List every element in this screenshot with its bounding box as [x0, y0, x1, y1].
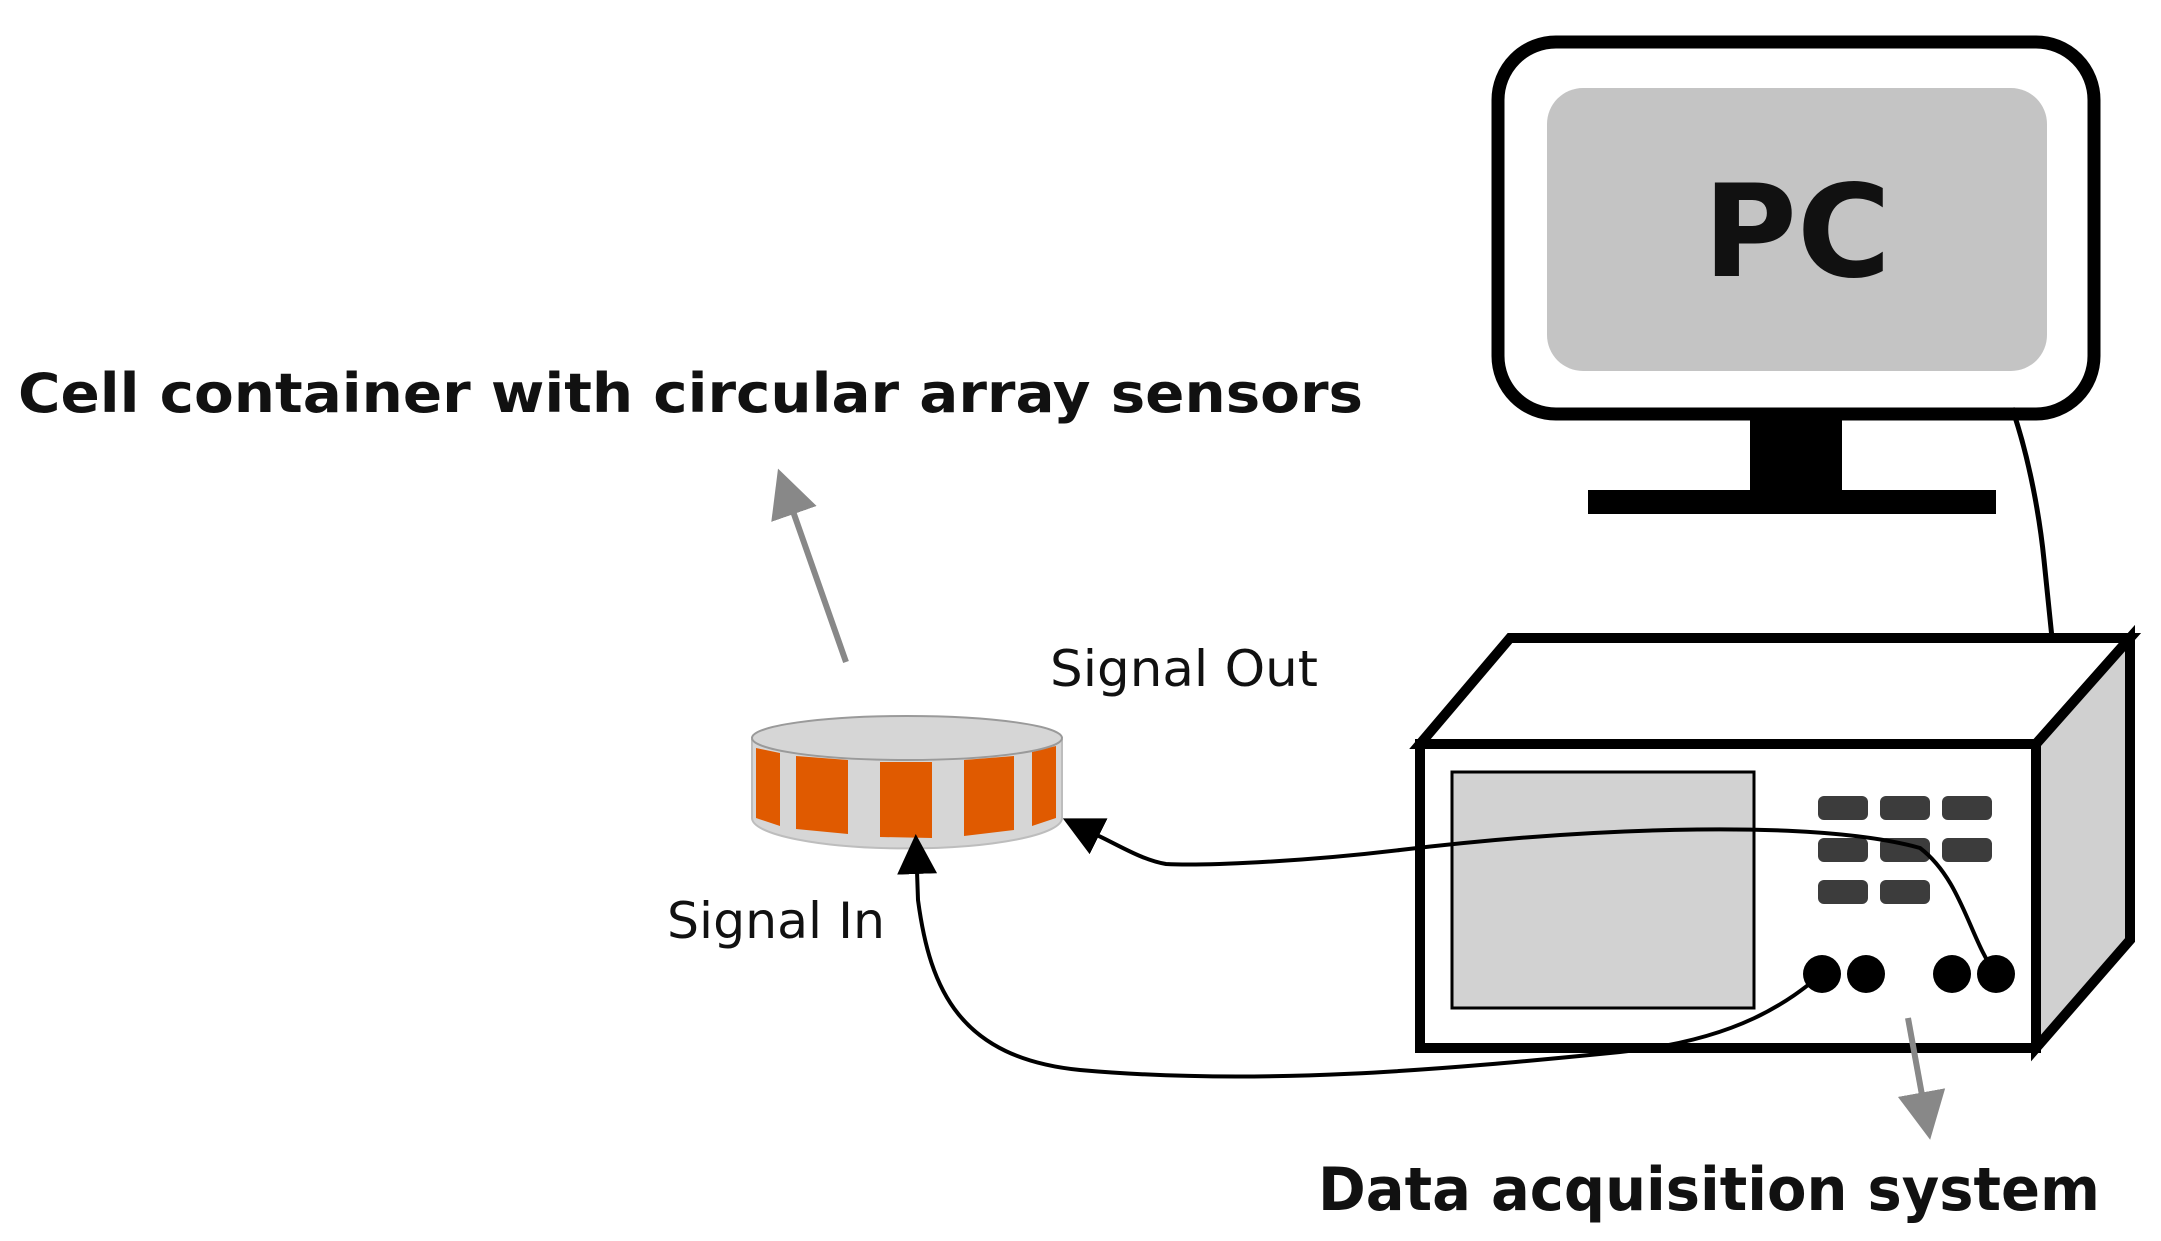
sensor-strip: [964, 756, 1014, 836]
data-acquisition-device-icon: [1409, 624, 2142, 1062]
pc-label: PC: [1703, 158, 1891, 307]
signal-out-cable: [1062, 818, 1998, 976]
device-button: [1942, 796, 1992, 820]
signal-out-label: Signal Out: [1050, 640, 1318, 698]
device-button: [1818, 880, 1868, 904]
port-connector: [1933, 955, 1971, 993]
device-button: [1818, 796, 1868, 820]
device-top-face: [1409, 633, 2142, 749]
device-button: [1880, 838, 1930, 862]
monitor-base: [1588, 490, 1996, 514]
device-button: [1880, 796, 1930, 820]
data-acquisition-label: Data acquisition system: [1318, 1155, 2100, 1225]
device-button: [1880, 880, 1930, 904]
cell-container-icon: [751, 715, 1063, 850]
container-pointer-arrow: [771, 468, 849, 663]
sensor-strip: [796, 756, 848, 834]
device-button: [1942, 838, 1992, 862]
signal-in-label: Signal In: [667, 892, 885, 950]
sensor-strip: [880, 762, 932, 838]
device-pointer-arrow: [1897, 1017, 1946, 1140]
monitor-screen: [1547, 88, 2047, 371]
device-display: [1450, 770, 1756, 1010]
pc-cable: [2009, 407, 2055, 639]
device-button-grid: [1818, 796, 1992, 904]
sensor-strip: [756, 748, 780, 826]
cell-container-label: Cell container with circular array senso…: [18, 362, 1363, 425]
device-button: [1818, 838, 1868, 862]
signal-in-cable: [897, 834, 1824, 1079]
container-top: [751, 715, 1063, 761]
sensor-strip: [1032, 746, 1056, 826]
monitor-neck: [1750, 418, 1842, 498]
port-connector: [1847, 955, 1885, 993]
pc-monitor-icon: PC: [1491, 35, 2101, 514]
